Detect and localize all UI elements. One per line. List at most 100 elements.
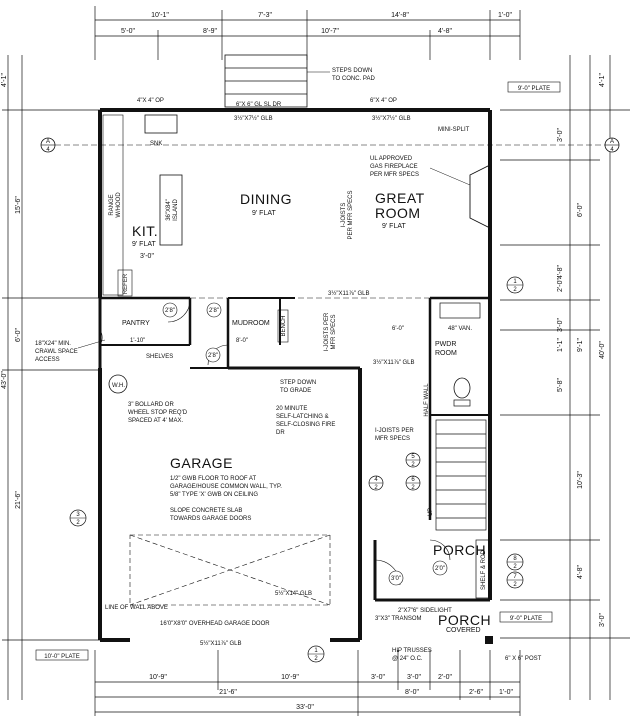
right-dim-6: 3'-0" [557,318,564,332]
plate-top-label: 9'-0" PLATE [518,86,550,92]
svg-text:3: 3 [76,512,80,518]
exterior-steps [224,54,308,108]
svg-text:2: 2 [411,462,415,468]
svg-text:7: 7 [513,574,517,580]
shelf-rod-rect [475,539,491,599]
plate-box-top [507,81,561,93]
steps-down-l1: STEPS DOWN [332,68,372,74]
room-kitchen: KIT. [132,223,158,239]
transom-label: 3"X3" TRANSOM [375,616,422,622]
section-left-bot: 4 [46,147,50,153]
top-dimension-lines [94,6,521,60]
left-dimension-lines [2,55,100,700]
top-dim-5: 5'-0" [121,28,135,35]
porch-dup: PORCH [438,612,491,628]
section-right-top: A [610,139,614,145]
top-dim-1: 10'-1" [151,12,169,19]
bottom-dimension-lines [94,650,521,716]
pwdr-dim: 6'-0" [392,326,404,332]
svg-text:2'8": 2'8" [165,308,175,314]
svg-text:4: 4 [374,477,378,483]
top-dim-7: 10'-7" [321,28,339,35]
glb-4-label: 3½"X11⅞" GLB [373,359,415,366]
room-pwdr-1: PWDR [435,341,456,348]
top-dim-3: 14'-8" [391,12,409,19]
top-dim-6: 8'-9" [203,28,217,35]
top-dim-2: 7'-3" [258,12,272,19]
refer-rect [117,269,133,297]
garage-door-x [129,534,331,606]
section-circle-6-2: 6 2 [405,475,421,491]
bottom-dim-total: 33'-0" [296,704,314,711]
ijoists-3-label: I-JOISTS PER MFR SPECS [375,428,415,442]
svg-text:1: 1 [513,279,517,285]
crawl-leader [77,339,106,349]
pwdr-van: 48" VAN. [448,326,472,332]
room-kitchen-dim: 3'-0" [140,253,154,260]
right-dim-11: 10'-3" [577,471,584,489]
vanity-rect [439,302,481,319]
right-dimension-lines [500,55,630,700]
wall-above-label: LINE OF WALL ABOVE [105,605,168,611]
svg-text:2: 2 [513,287,517,293]
bottom-dim-6: 21'-6" [219,689,237,696]
section-marker-left: A 4 [40,137,56,153]
left-dim-4: 43'-0" [1,371,8,389]
room-great-1: GREAT [375,190,425,206]
room-kitchen-sub: 9' FLAT [132,241,156,248]
section-circle-1-2-a: 1 2 [506,276,524,294]
room-dining: DINING [240,191,292,207]
mudroom-dim: 8'-0" [236,338,248,344]
section-marker-right: A 4 [604,137,620,153]
hip-label: HIP TRUSSES @ 24" O.C. [392,648,433,662]
left-dim-2: 15'-6" [15,196,22,214]
room-pantry: PANTRY [122,320,150,327]
sidelight-label: 2"X7"6" SIDELIGHT [398,608,452,614]
svg-text:5: 5 [411,454,415,460]
gwb-note: 1/2" GWB FLOOR TO ROOF AT GARAGE/HOUSE C… [170,476,284,498]
plate-bot-label: 9'-0" PLATE [510,616,542,622]
right-dim-8: 9'-1" [577,338,584,352]
svg-text:2: 2 [314,656,318,662]
toilet-shape [453,377,471,399]
fireplace-shape [469,164,491,229]
sink-label: SNK [150,141,162,147]
crawl-label: 18"X24" MIN. CRAWL SPACE ACCESS [35,341,79,363]
right-dim-4: 4'-8" [557,265,564,279]
window-1-label: 4"X 4" OP [137,98,164,104]
left-dim-3: 6'-0" [15,328,22,342]
window-2-label: 6"X 4" OP [370,98,397,104]
right-dim-7: 1'-1" [557,338,564,352]
svg-text:2: 2 [513,582,517,588]
svg-text:2: 2 [411,485,415,491]
pantry-shelves: SHELVES [146,354,173,360]
section-circle-8-2: 8 2 [506,553,524,571]
section-left-top: A [46,139,50,145]
fireplace-label: UL APPROVED GAS FIREPLACE PER MFR SPECS [370,156,419,178]
bottom-dim-3: 3'-0" [371,674,385,681]
door-tags: 2'8" 2'8" 2'8" 3'0" 2'0" [162,302,448,586]
bench-label: BENCH [281,315,287,336]
room-porch: PORCH [433,542,486,558]
glb-5-label: 5½"X14" GLB [275,590,312,597]
porch-post [485,636,493,644]
section-right-bot: 4 [610,147,614,153]
wh-label: W.H. [112,383,125,389]
section-circle-5-2: 5 2 [405,452,421,468]
island-rect [159,174,183,246]
svg-text:2'8": 2'8" [209,308,219,314]
glb-2-label: 3½"X7½" GLB [372,115,411,122]
shelf-rod-label: SHELF & ROD [481,549,487,590]
left-dim-1: 4'-1" [1,73,8,87]
svg-text:8: 8 [513,556,517,562]
section-circle-7-2: 7 2 [506,571,524,589]
exterior-walls [98,108,492,642]
svg-text:2: 2 [76,520,80,526]
island-label: 36"X84"ISLAND [166,199,179,221]
mini-split-label: MINI-SPLIT [438,127,470,133]
sink-rect [144,114,178,134]
bench-rect [277,309,289,343]
section-circle-1-2-b: 1 2 [307,645,325,663]
right-dim-3: 6'-0" [577,203,584,217]
post-label: 6" X 6" POST [505,656,542,662]
